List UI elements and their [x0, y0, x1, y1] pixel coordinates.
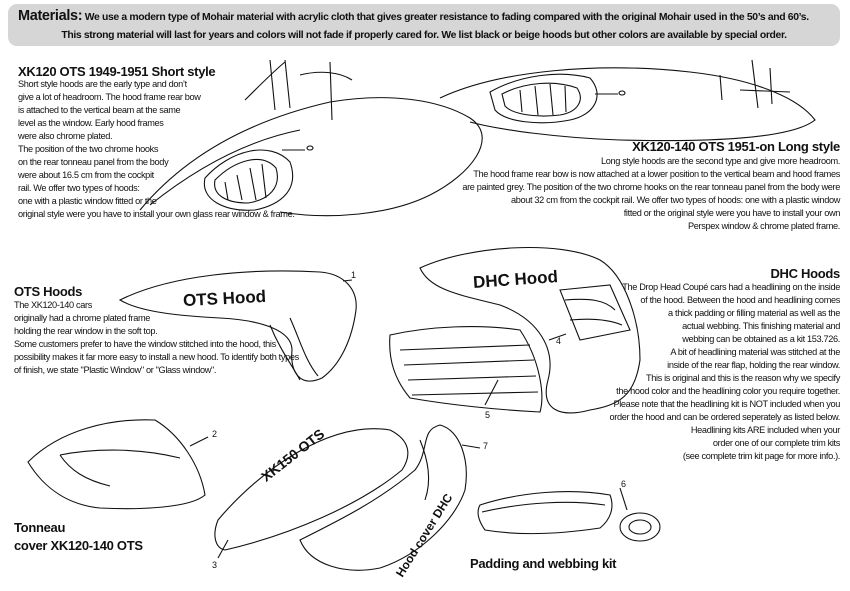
callout-3: 3 [212, 560, 218, 570]
long-style-line: Long style hoods are the second type and… [601, 156, 840, 166]
short-style-line: Short style hoods are the early type and… [18, 79, 187, 89]
short-style-line: The position of the two chrome hooks [18, 144, 159, 154]
hood-cover-dhc-drawing [299, 424, 481, 571]
callout-1: 1 [351, 270, 357, 280]
ots-hoods-line: originally had a chrome plated frame [14, 313, 151, 323]
tonneau-drawing [27, 419, 209, 510]
dhc-hoods-heading: DHC Hoods [770, 266, 840, 281]
ots-hoods-line: of finish, we state "Plastic Window" or … [14, 365, 217, 375]
ots-hoods-line: The XK120-140 cars [14, 300, 92, 310]
dhc-hoods-line: actual webbing. This finishing material … [682, 321, 840, 331]
callout-4: 4 [556, 336, 562, 346]
dhc-hoods-line: order the hood and can be ordered sepera… [609, 412, 841, 422]
long-style-line: fitted or the original style were you ha… [623, 208, 841, 218]
materials-banner: Materials: We use a modern type of Mohai… [8, 4, 840, 46]
long-style-line: about 32 cm from the cockpit rail. We of… [510, 195, 840, 205]
callout-7: 7 [483, 441, 489, 451]
ots-hoods-heading: OTS Hoods [14, 284, 83, 299]
short-style-car-drawing [139, 59, 483, 217]
callout-5: 5 [485, 410, 491, 420]
dhc-hoods-line: webbing can be obtained as a kit 153.726… [682, 334, 840, 344]
tonneau-label-2: cover XK120-140 OTS [14, 538, 143, 553]
materials-text-1: We use a modern type of Mohair material … [82, 12, 809, 23]
short-style-text: Short style hoods are the early type and… [18, 78, 295, 221]
xk150-ots-drawing [214, 428, 409, 559]
long-style-heading: XK120-140 OTS 1951-on Long style [632, 139, 840, 154]
dhc-hood-drawing [419, 246, 641, 414]
long-style-line: are painted grey. The position of the tw… [462, 182, 840, 192]
dhc-hoods-line: of the hood. Between the hood and headli… [640, 295, 840, 305]
ots-hoods-line: possibility makes it far more easy to in… [14, 352, 299, 362]
short-style-line: rail. We offer two types of hoods: [18, 183, 140, 193]
dhc-hoods-line: Please note that the headlining kit is N… [613, 399, 840, 409]
callout-6: 6 [621, 479, 627, 489]
tonneau-label-1: Tonneau [14, 520, 66, 535]
ots-hoods-line: holding the rear window in the soft top. [14, 326, 158, 336]
short-style-line: were about 16.5 cm from the cockpit [18, 170, 154, 180]
dhc-hoods-line: Headlining kits ARE included when your [690, 425, 840, 435]
dhc-hoods-line: inside of the rear flap, holding the rea… [667, 360, 840, 370]
short-style-heading: XK120 OTS 1949-1951 Short style [18, 64, 216, 79]
short-style-line: level as the window. Early hood frames [18, 118, 164, 128]
dhc-hoods-line: the hood color and the headlining color … [616, 386, 840, 396]
long-style-car-drawing [439, 59, 816, 142]
dhc-hoods-line: a thick padding or filling material as w… [668, 308, 840, 318]
materials-lead: Materials: [18, 8, 83, 24]
callout-2: 2 [212, 429, 218, 439]
materials-line-1: Materials: We use a modern type of Mohai… [18, 9, 809, 25]
padding-kit-label: Padding and webbing kit [470, 556, 617, 571]
short-style-line: on the rear tonneau panel from the body [18, 157, 169, 167]
padding-kit-drawing [477, 487, 661, 542]
long-style-line: Perspex window & chrome plated frame. [688, 221, 840, 231]
dhc-hoods-line: order one of our complete trim kits [712, 438, 841, 448]
materials-line-2: This strong material will last for years… [61, 30, 787, 41]
dhc-hoods-line: The Drop Head Coupé cars had a headlinin… [622, 282, 840, 292]
headlining-drawing [389, 326, 543, 413]
dhc-hoods-line: (see complete trim kit page for more inf… [682, 451, 841, 461]
short-style-line: one with a plastic window fitted or the [18, 196, 157, 206]
dhc-hoods-line: This is original and this is the reason … [645, 373, 840, 383]
short-style-line: original style were you have to install … [18, 209, 295, 219]
short-style-line: were also chrome plated. [18, 131, 113, 141]
short-style-line: give a lot of headroom. The hood frame r… [18, 92, 201, 102]
dhc-hoods-text: The Drop Head Coupé cars had a headlinin… [609, 281, 841, 463]
long-style-text: Long style hoods are the second type and… [462, 155, 840, 233]
ots-hoods-line: Some customers prefer to have the window… [14, 339, 276, 349]
ots-hood-drawing [118, 270, 357, 382]
ots-hoods-text: The XK120-140 cars originally had a chro… [14, 299, 299, 377]
long-style-line: The hood frame rear bow is now attached … [473, 169, 840, 179]
short-style-line: is attached to the vertical beam at the … [18, 105, 181, 115]
dhc-hoods-line: A bit of headlining material was stitche… [670, 347, 840, 357]
